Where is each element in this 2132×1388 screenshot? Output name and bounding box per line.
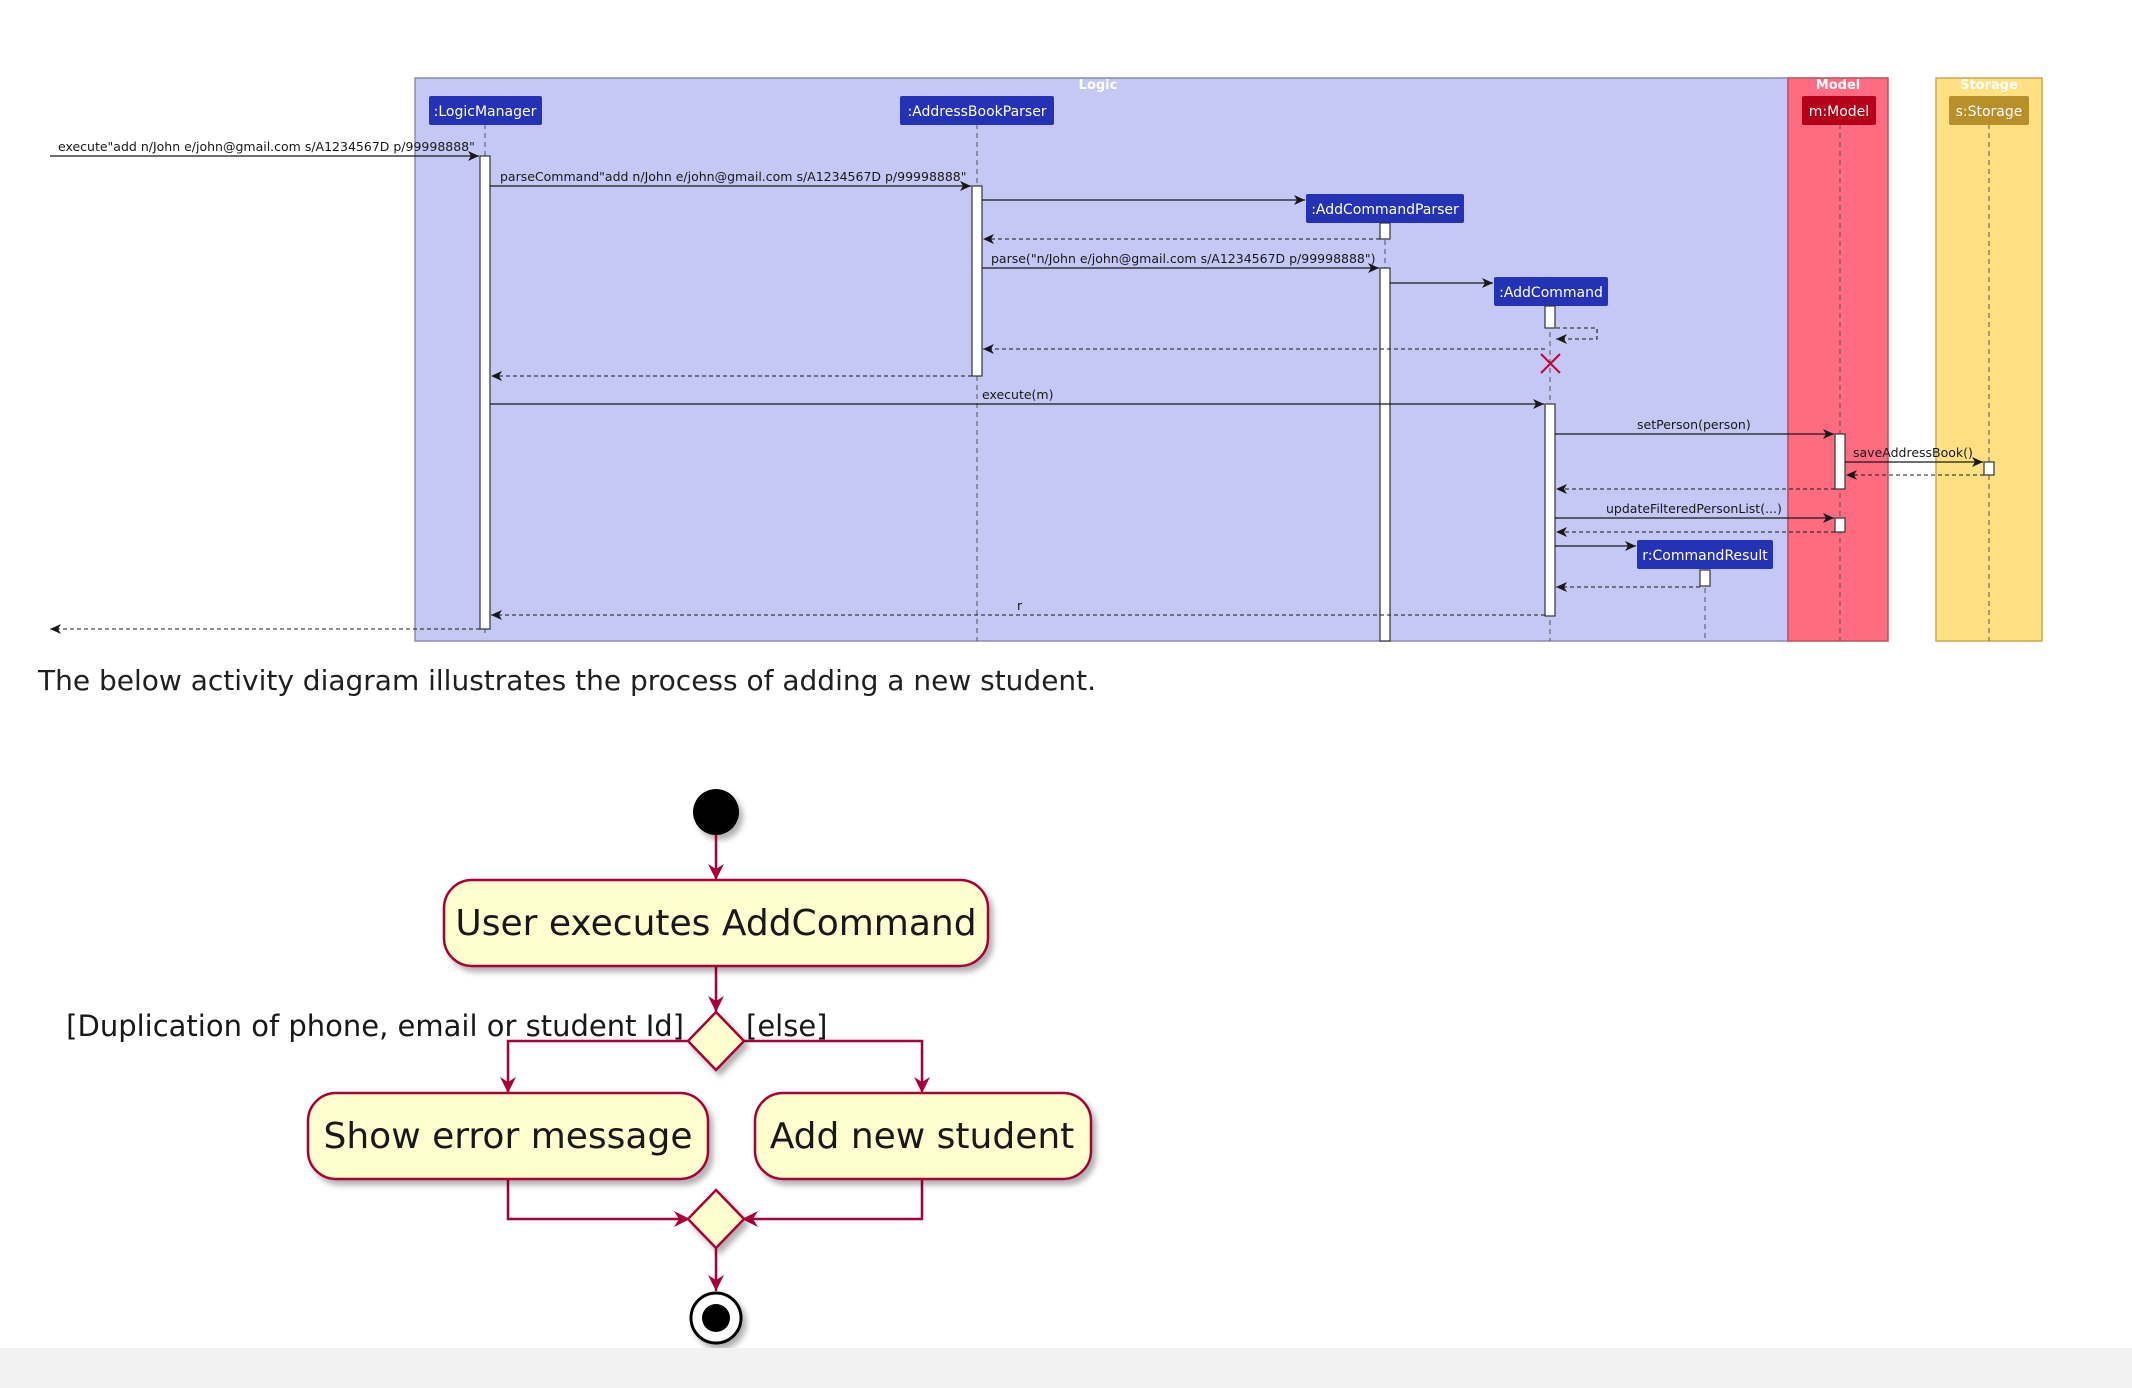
merge-diamond: [686, 1188, 746, 1250]
guard-duplication: [Duplication of phone, email or student …: [66, 1009, 684, 1043]
guard-else: [else]: [746, 1009, 827, 1043]
participant-add-command: :AddCommand: [1499, 285, 1603, 301]
destroy-x-icon: [1540, 353, 1561, 374]
edge-left-to-merge: [506, 1180, 690, 1227]
sequence-diagram: Logic Model Storage :LogicManager :Addre…: [50, 77, 2043, 642]
end-node: [689, 1291, 743, 1345]
participant-logic-manager: :LogicManager: [434, 104, 537, 120]
participant-storage: s:Storage: [1956, 104, 2023, 120]
participant-add-command-box: [1494, 277, 1608, 306]
msg-update-filtered-label: updateFilteredPersonList(...): [1606, 501, 1782, 516]
logic-box: [414, 77, 1789, 642]
participant-model-box: [1802, 96, 1876, 125]
edge-decision-right: [742, 1039, 930, 1093]
action-user-executes-box: [442, 878, 990, 968]
model-box-title: Model: [1816, 78, 1860, 93]
msg-save-address-book-label: saveAddressBook(): [1853, 445, 1973, 460]
edge-right-to-merge: [742, 1180, 924, 1227]
bottom-strip: [0, 1348, 2132, 1388]
msg-return-r-label: r: [1017, 598, 1023, 613]
participant-command-result-box: [1637, 540, 1773, 569]
participant-command-result: r:CommandResult: [1642, 548, 1768, 564]
activity-diagram: User executes AddCommand Show error mess…: [66, 789, 1093, 1345]
description-paragraph: The below activity diagram illustrates t…: [38, 664, 1097, 697]
logic-box-title: Logic: [1079, 78, 1118, 93]
action-user-executes: User executes AddCommand: [455, 903, 976, 944]
decision-diamond: [686, 1010, 746, 1072]
action-add-student: Add new student: [770, 1116, 1075, 1157]
return-self-command: [1556, 327, 1598, 344]
msg-parse-command-label: parseCommand"add n/John e/john@gmail.com…: [500, 169, 967, 184]
msg-execute-label: execute"add n/John e/john@gmail.com s/A1…: [58, 139, 475, 154]
msg-set-person-label: setPerson(person): [1637, 417, 1751, 432]
msg-parse-label: parse("n/John e/john@gmail.com s/A123456…: [991, 251, 1376, 266]
action-show-error-box: [306, 1091, 710, 1181]
action-show-error: Show error message: [324, 1116, 693, 1157]
model-box: [1787, 77, 1889, 642]
action-add-student-box: [753, 1091, 1093, 1181]
participant-add-command-parser: :AddCommandParser: [1311, 202, 1459, 218]
msg-execute-m-label: execute(m): [982, 387, 1054, 402]
participant-model: m:Model: [1809, 104, 1869, 120]
participant-address-book-parser-box: [900, 96, 1054, 125]
participant-add-command-parser-box: [1306, 194, 1464, 223]
storage-box-title: Storage: [1960, 78, 2018, 93]
start-node: [693, 789, 739, 835]
participant-logic-manager-box: [429, 96, 542, 125]
participant-storage-box: [1949, 96, 2029, 125]
activation-bars: [479, 155, 1995, 642]
participant-address-book-parser: :AddressBookParser: [907, 104, 1046, 120]
edge-decision-left: [500, 1039, 690, 1093]
